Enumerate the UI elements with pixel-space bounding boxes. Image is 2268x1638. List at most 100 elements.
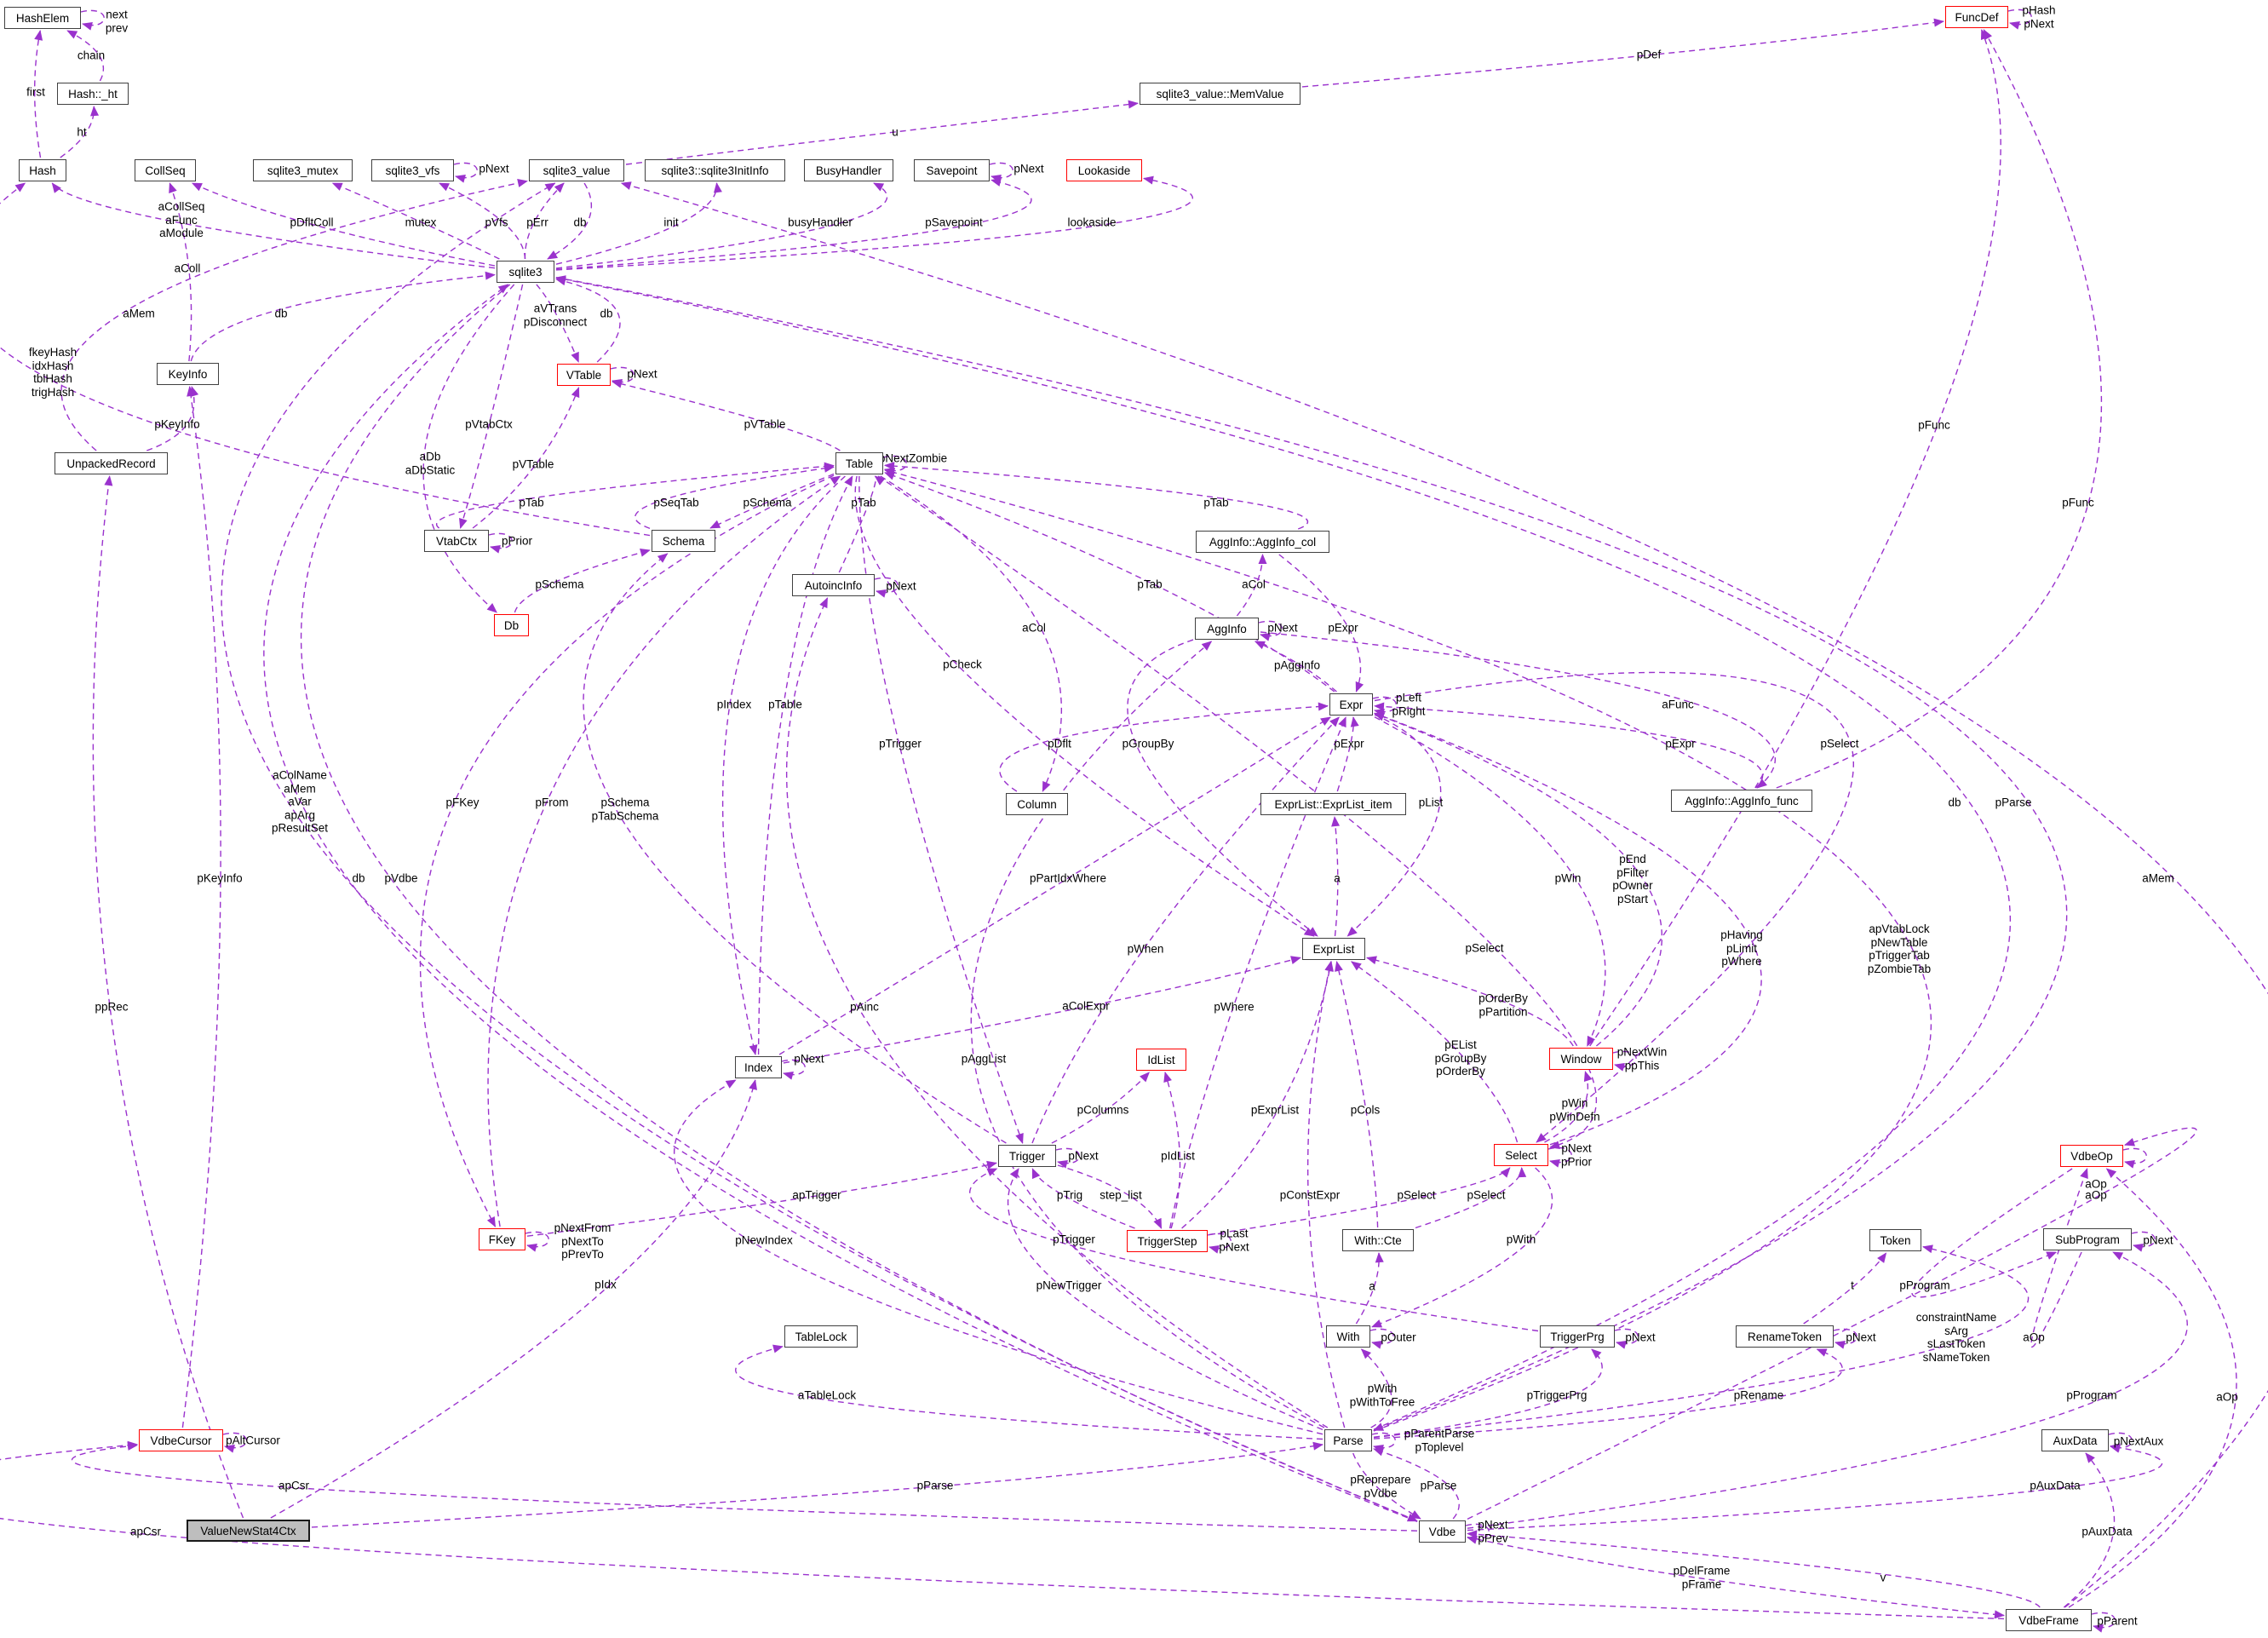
edge-renametoken-token — [1803, 1252, 1887, 1325]
node-eitem[interactable]: ExprList::ExprList_item — [1260, 793, 1406, 815]
edge-parse-vdbe — [1352, 1452, 1421, 1520]
node-vns4c[interactable]: ValueNewStat4Ctx — [187, 1520, 310, 1542]
edge-vdbecursor-vdbecursor — [222, 1432, 247, 1453]
edge-trigger-idlist — [1051, 1072, 1150, 1144]
node-sqlite3[interactable]: sqlite3 — [497, 261, 554, 283]
node-auxdata[interactable]: AuxData — [2041, 1429, 2109, 1451]
node-busyhandler[interactable]: BusyHandler — [804, 159, 893, 181]
edge-subprog-subprog — [2131, 1231, 2156, 1252]
edge-triggerprg-triggerprg — [1614, 1328, 1639, 1349]
node-cte[interactable]: With::Cte — [1342, 1229, 1414, 1251]
node-autoinc[interactable]: AutoincInfo — [792, 574, 875, 596]
edge-cte-select — [1415, 1167, 1527, 1229]
node-vdbeframe[interactable]: VdbeFrame — [2006, 1609, 2092, 1631]
node-table[interactable]: Table — [835, 452, 883, 474]
edge-select-expr — [1374, 712, 1762, 1146]
edge-vdbe-value — [221, 182, 1418, 1522]
node-with[interactable]: With — [1326, 1325, 1370, 1348]
node-keyinfo[interactable]: KeyInfo — [157, 363, 219, 385]
edge-eitem-expr — [1336, 716, 1359, 792]
node-hash[interactable]: Hash — [19, 159, 66, 181]
node-tstep[interactable]: TriggerStep — [1127, 1230, 1208, 1252]
node-token[interactable]: Token — [1869, 1229, 1921, 1251]
node-lookaside[interactable]: Lookaside — [1066, 159, 1142, 181]
edge-select-exprlist — [1351, 961, 1519, 1143]
edge-table-vtable — [611, 379, 841, 451]
node-vfs[interactable]: sqlite3_vfs — [371, 159, 454, 181]
node-vdbe[interactable]: Vdbe — [1419, 1520, 1466, 1543]
edge-keyinfo-sqlite3 — [190, 271, 496, 362]
node-db[interactable]: Db — [494, 614, 529, 636]
node-value[interactable]: sqlite3_value — [529, 159, 624, 181]
edge-table-fkey — [419, 474, 835, 1227]
node-agginfo[interactable]: AggInfo — [1195, 618, 1259, 640]
edge-agginfo-aggcol — [1236, 554, 1267, 617]
edge-vtable-vtable — [610, 366, 634, 388]
node-exprlist[interactable]: ExprList — [1302, 938, 1365, 960]
node-initinfo[interactable]: sqlite3::sqlite3InitInfo — [645, 159, 785, 181]
node-unpackedrecord[interactable]: UnpackedRecord — [55, 452, 168, 474]
edge-agginfo-aggfunc — [1260, 631, 1776, 789]
node-trigger[interactable]: Trigger — [998, 1145, 1056, 1167]
edge-aggfunc-funcdef — [1776, 29, 2102, 789]
node-column[interactable]: Column — [1006, 793, 1068, 815]
node-triggerprg[interactable]: TriggerPrg — [1540, 1325, 1615, 1348]
node-vtabctx[interactable]: VtabCtx — [424, 530, 489, 552]
node-memvalue[interactable]: sqlite3_value::MemValue — [1140, 83, 1301, 105]
edge-hashelem-hashelem — [80, 9, 105, 31]
edge-sqlite3-vtable — [536, 284, 579, 363]
edge-sqlite3-vfs — [438, 182, 526, 260]
node-hash_ht[interactable]: Hash::_ht — [57, 83, 129, 105]
node-select[interactable]: Select — [1494, 1144, 1548, 1166]
node-collseq[interactable]: CollSeq — [135, 159, 196, 181]
node-tablelock[interactable]: TableLock — [784, 1325, 858, 1348]
node-vdbecursor[interactable]: VdbeCursor — [139, 1429, 223, 1451]
node-aggcol[interactable]: AggInfo::AggInfo_col — [1196, 531, 1329, 553]
edge-parse-autoinc — [785, 597, 1329, 1428]
node-hashelem[interactable]: HashElem — [4, 7, 81, 29]
node-parse[interactable]: Parse — [1324, 1429, 1372, 1451]
edge-funcdef-funcdef — [2007, 9, 2032, 30]
edge-vtable-sqlite3 — [555, 277, 621, 363]
node-window[interactable]: Window — [1549, 1048, 1613, 1070]
edge-parse-exprlist — [1306, 961, 1346, 1428]
node-vtable[interactable]: VTable — [557, 364, 611, 386]
edge-tstep-idlist — [1163, 1072, 1181, 1229]
edge-vdbeframe-vdbeframe — [2091, 1612, 2116, 1633]
node-aggfunc[interactable]: AggInfo::AggInfo_func — [1671, 790, 1812, 812]
edge-expr-exprlist — [1346, 714, 1442, 937]
node-index[interactable]: Index — [735, 1056, 782, 1078]
edge-vdbe-subprog — [1467, 1251, 2188, 1529]
edge-table-exprlist — [854, 475, 1315, 937]
edge-savepoint-savepoint — [989, 162, 1013, 183]
edge-parse-index — [674, 1079, 1323, 1435]
node-renametoken[interactable]: RenameToken — [1736, 1325, 1834, 1348]
edge-subprog-vdbeop — [2030, 1168, 2088, 1348]
node-subprog[interactable]: SubProgram — [2043, 1228, 2132, 1250]
node-funcdef[interactable]: FuncDef — [1945, 6, 2008, 28]
node-schema[interactable]: Schema — [652, 530, 715, 552]
edge-sqlite3-collseq — [191, 182, 496, 267]
node-savepoint[interactable]: Savepoint — [914, 159, 990, 181]
edge-hash-hashelem — [34, 30, 43, 158]
node-idlist[interactable]: IdList — [1136, 1049, 1186, 1071]
edge-index-expr — [778, 716, 1331, 1055]
edge-sqlite3-parse — [555, 277, 2068, 1431]
edge-sqlite3-lookaside — [555, 175, 1193, 271]
edge-tstep-tstep — [1207, 1233, 1232, 1254]
node-expr[interactable]: Expr — [1329, 693, 1373, 716]
edge-vdbeframe-value — [620, 181, 2268, 1608]
edge-cte-exprlist — [1335, 961, 1379, 1228]
edge-vdbe-sqlite3 — [263, 284, 1418, 1522]
edge-expr-window — [1374, 716, 1606, 1047]
edge-tstep-expr — [1168, 716, 1346, 1229]
edge-column-expr — [999, 702, 1329, 792]
edge-parse-token — [1373, 1244, 2030, 1439]
node-mutex[interactable]: sqlite3_mutex — [253, 159, 353, 181]
edge-fkey-fkey — [525, 1231, 549, 1252]
node-vdbeop[interactable]: VdbeOp — [2060, 1145, 2123, 1167]
edge-vdbecursor-keyinfo — [181, 386, 221, 1428]
node-fkey[interactable]: FKey — [479, 1228, 525, 1250]
edge-index-index — [781, 1059, 806, 1080]
